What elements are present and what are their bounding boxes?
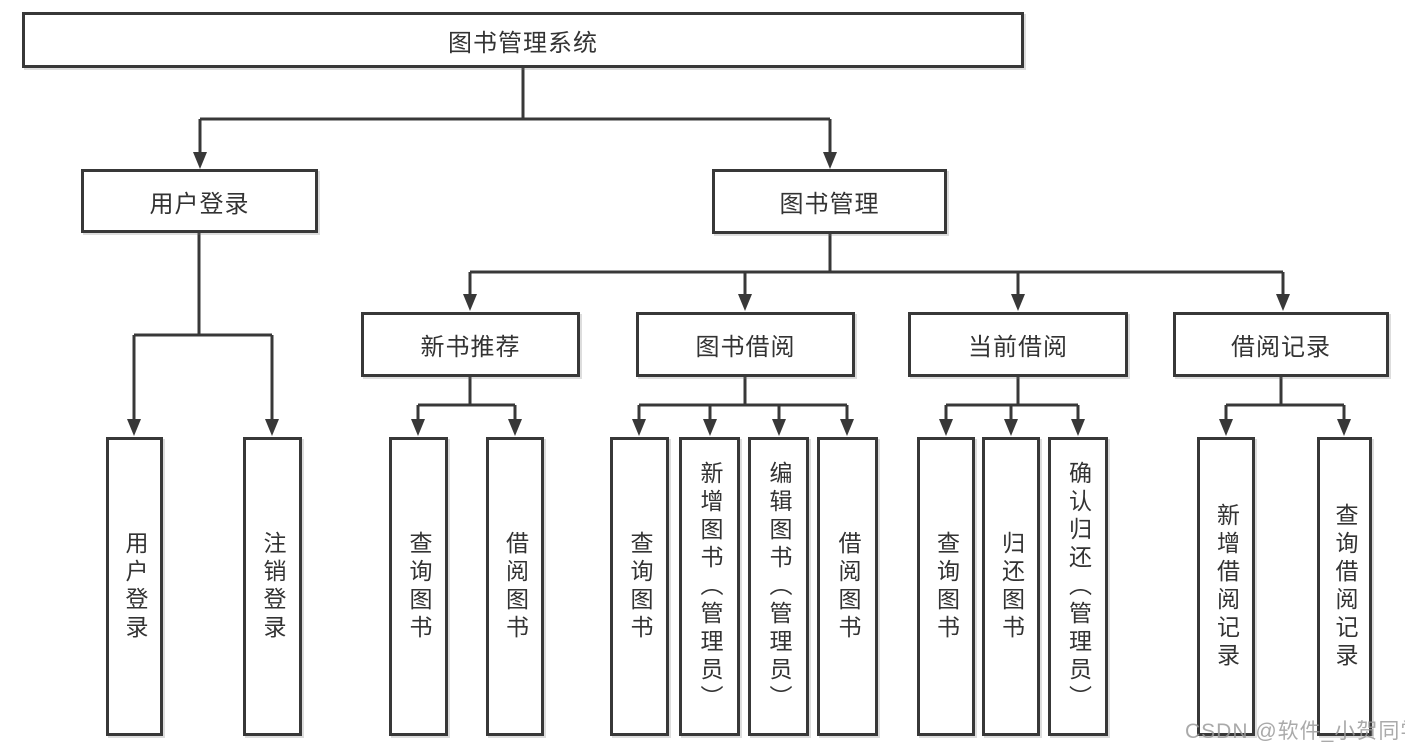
node-user-login: 用户登录 (81, 169, 318, 233)
leaf-query-books-recommend: 查询图书 (389, 437, 448, 736)
node-root-system: 图书管理系统 (22, 12, 1024, 68)
node-new-book-recommend: 新书推荐 (361, 312, 580, 377)
node-current-borrow: 当前借阅 (908, 312, 1128, 377)
arrowheads (127, 152, 1351, 436)
csdn-watermark: CSDN @软件_小贺同学 (1185, 720, 1405, 743)
leaf-edit-books-admin: 编辑图书（管理员） (748, 437, 809, 736)
node-borrow-records: 借阅记录 (1173, 312, 1389, 377)
node-book-management: 图书管理 (712, 169, 947, 234)
leaf-return-books: 归还图书 (982, 437, 1040, 736)
node-book-borrow: 图书借阅 (636, 312, 855, 377)
leaf-confirm-return-admin: 确认归还（管理员） (1048, 437, 1108, 736)
leaf-add-books-admin: 新增图书（管理员） (679, 437, 740, 736)
leaf-logout: 注销登录 (243, 437, 302, 736)
leaf-add-borrow-record: 新增借阅记录 (1197, 437, 1255, 736)
leaf-user-login: 用户登录 (106, 437, 163, 736)
leaf-borrow-books: 借阅图书 (817, 437, 878, 736)
leaf-query-borrow-record: 查询借阅记录 (1317, 437, 1372, 736)
leaf-query-books-current: 查询图书 (917, 437, 975, 736)
leaf-borrow-books-recommend: 借阅图书 (486, 437, 544, 736)
leaf-query-books-borrow: 查询图书 (610, 437, 669, 736)
